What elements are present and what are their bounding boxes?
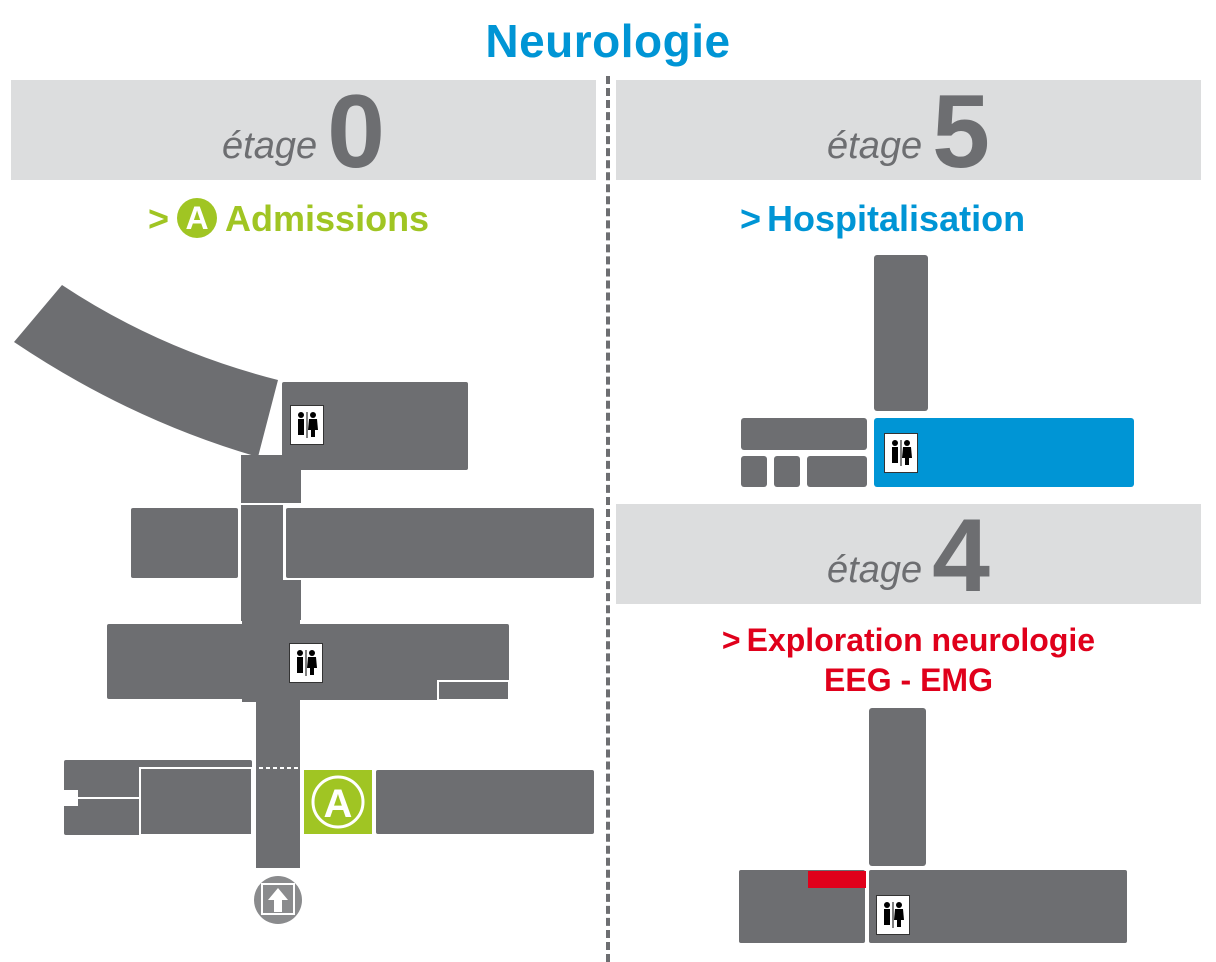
chevron-icon: > bbox=[721, 622, 741, 658]
top-wing-building bbox=[282, 382, 468, 470]
toilets-icon bbox=[289, 643, 323, 683]
exploration-heading: >Exploration neurologie EEG - EMG bbox=[616, 620, 1201, 700]
hospitalisation-label: Hospitalisation bbox=[767, 198, 1026, 239]
floor-0-number: 0 bbox=[327, 74, 385, 190]
page-title: Neurologie bbox=[485, 15, 731, 67]
floor-4-etage-label: étage bbox=[827, 549, 923, 591]
admissions-label: Admissions bbox=[225, 198, 430, 239]
floor-4-header: étage 4 bbox=[616, 498, 1201, 614]
building-block bbox=[869, 870, 1127, 943]
floor-0-header: étage 0 bbox=[11, 74, 596, 190]
hospitalisation-highlight bbox=[874, 418, 1134, 487]
column-divider bbox=[606, 76, 610, 962]
admissions-badge-icon: A bbox=[177, 198, 218, 239]
toilets-icon bbox=[884, 433, 918, 473]
floor-5-header: étage 5 bbox=[616, 74, 1201, 190]
floor-5-etage-label: étage bbox=[827, 125, 923, 167]
eeg-emg-label: EEG - EMG bbox=[824, 662, 993, 698]
central-corridor bbox=[256, 700, 300, 868]
building-block bbox=[107, 624, 252, 699]
building-block bbox=[741, 456, 767, 487]
toilets-icon bbox=[876, 895, 910, 935]
chevron-icon: > bbox=[148, 198, 170, 239]
building-block bbox=[286, 508, 594, 578]
floor-5-number: 5 bbox=[932, 74, 990, 190]
building-block bbox=[376, 770, 594, 834]
central-corridor bbox=[241, 580, 301, 620]
building-annex bbox=[437, 680, 510, 701]
building-block bbox=[739, 870, 865, 943]
building-block bbox=[774, 456, 800, 487]
hospitalisation-heading: >Hospitalisation bbox=[740, 198, 1025, 240]
central-corridor bbox=[241, 455, 301, 503]
toilets-icon bbox=[290, 405, 324, 445]
chevron-icon: > bbox=[740, 198, 762, 239]
building-block bbox=[131, 508, 238, 578]
building-block bbox=[869, 708, 926, 866]
exploration-highlight bbox=[808, 871, 866, 888]
floor-4-number: 4 bbox=[932, 498, 990, 614]
building-block bbox=[139, 767, 253, 836]
building-block bbox=[807, 456, 867, 487]
building-block bbox=[874, 255, 928, 411]
curved-wing-building bbox=[14, 285, 278, 457]
admissions-marker-label: A bbox=[324, 782, 353, 826]
building-block bbox=[741, 418, 867, 450]
admissions-marker-icon bbox=[304, 770, 372, 834]
floor-0-etage-label: étage bbox=[222, 125, 318, 167]
exploration-label: Exploration neurologie bbox=[746, 622, 1096, 658]
